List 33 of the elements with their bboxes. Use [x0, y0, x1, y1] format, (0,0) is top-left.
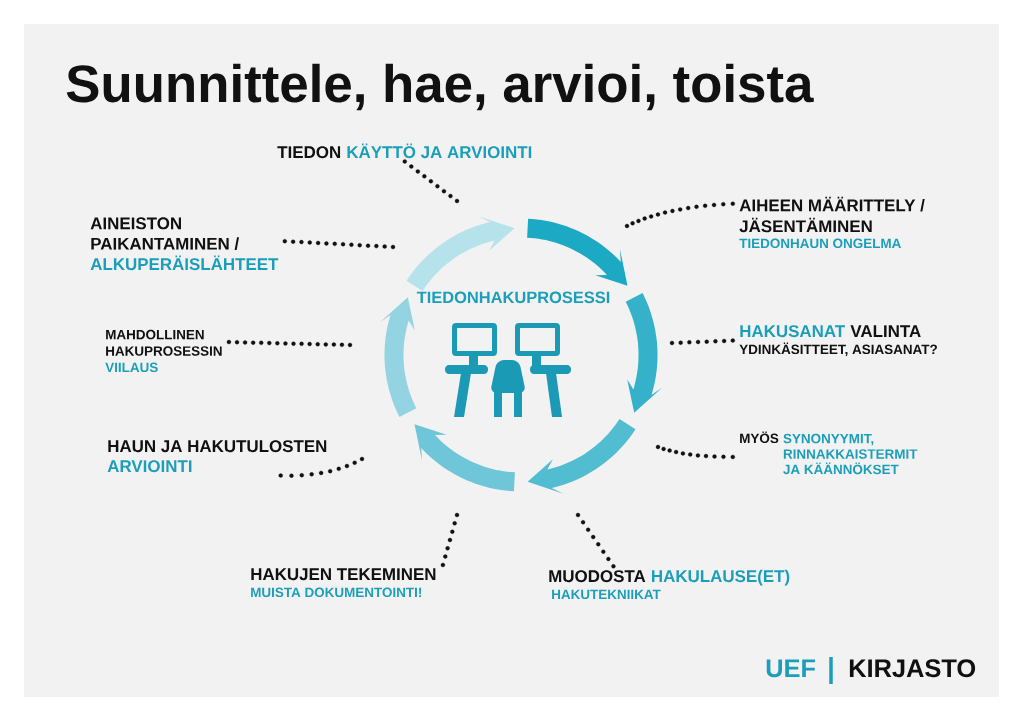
- leader-line: [440, 512, 460, 568]
- leader-line: [575, 512, 616, 569]
- step-label: HAKULAUSE(ET): [652, 569, 790, 586]
- leader-line: [655, 444, 735, 460]
- step-label: AINEISTON PAIKANTAMINEN /: [90, 217, 239, 250]
- step-label: MAHDOLLINEN HAKUPROSESSIN: [106, 329, 222, 356]
- title: Suunnittele, hae, arvioi, toista: [66, 63, 814, 111]
- step-note: SYNONYYMIT, RINNAKKAISTERMIT JA KÄÄNNÖKSET: [783, 433, 918, 475]
- step-label: HAUN JA HAKUTULOSTEN: [108, 440, 327, 453]
- step-label: ARVIOINTI: [107, 460, 192, 473]
- step-note: MYÖS: [740, 431, 779, 444]
- step-label: VALINTA: [850, 325, 921, 337]
- leader-line: [402, 159, 460, 204]
- step-label: AIHEEN MÄÄRITTELY / JÄSENTÄMINEN: [739, 196, 925, 233]
- leader-line: [624, 201, 735, 229]
- step-label: MUODOSTA: [549, 570, 646, 583]
- step-label: KÄYTTÖ JA ARVIOINTI: [347, 143, 532, 159]
- footer-text: KIRJASTO: [849, 659, 976, 678]
- center-label: TIEDONHAKUPROSESSI: [416, 291, 610, 304]
- step-label: HAKUSANAT: [740, 325, 845, 338]
- step-label: HAKUJEN TEKEMINEN: [251, 568, 436, 581]
- leader-line: [226, 339, 353, 348]
- leader-line: [282, 239, 396, 250]
- step-label: ALKUPERÄISLÄHTEET: [90, 255, 279, 271]
- step-label: TIEDON: [277, 146, 341, 159]
- step-note: HAKUTEKNIIKAT: [552, 589, 661, 600]
- step-note: MUISTA DOKUMENTOINTI!: [251, 587, 422, 598]
- step-note: YDINKÄSITTEET, ASIASANAT?: [739, 342, 937, 357]
- step-label: VIILAUS: [105, 362, 158, 373]
- leader-line: [278, 456, 365, 478]
- footer-text: UEF: [766, 659, 816, 678]
- step-note: TIEDONHAUN ONGELMA: [739, 238, 901, 249]
- leader-line: [669, 338, 735, 346]
